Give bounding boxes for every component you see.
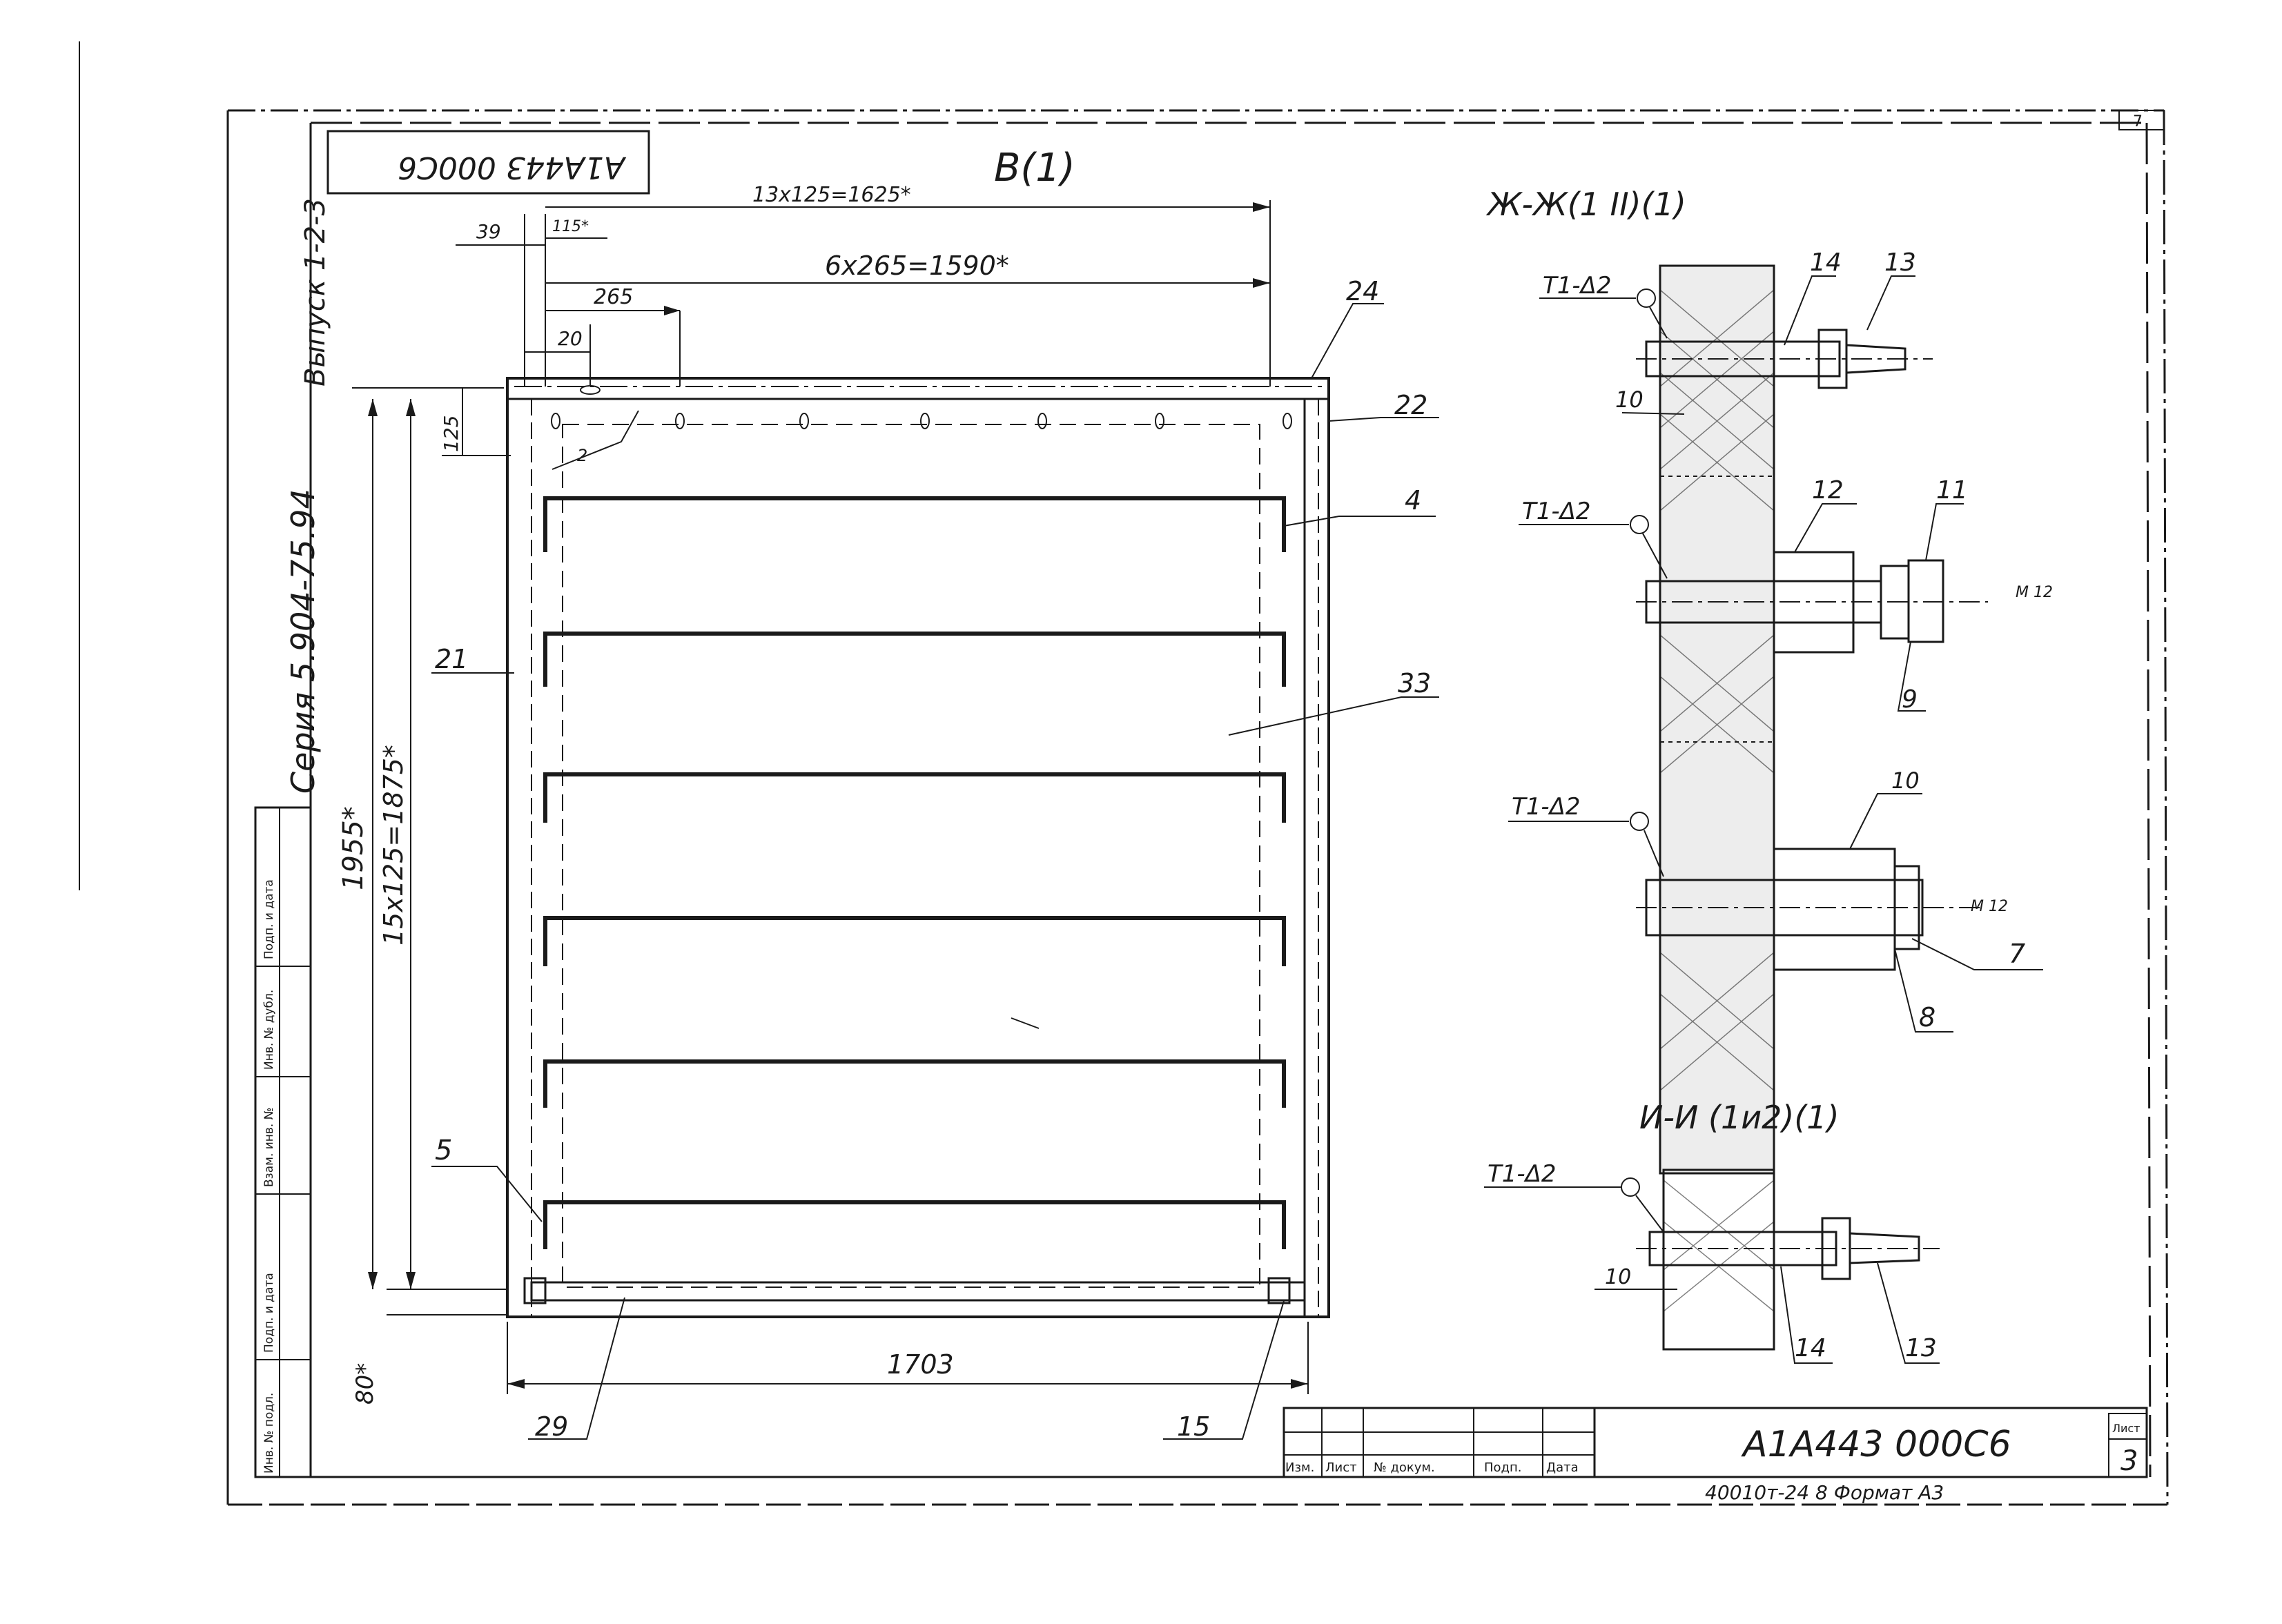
sheet-number: 7	[2133, 113, 2143, 130]
dim-115: 115*	[552, 218, 589, 235]
pos-24: 24	[1346, 276, 1379, 306]
section-zh-note-b: М 12	[1971, 898, 2008, 915]
section-zh-pos-11: 11	[1936, 476, 1968, 505]
view-label: В(1)	[994, 146, 1075, 190]
handle-bars	[543, 496, 1286, 1249]
section-zh-pos-12: 12	[1812, 476, 1844, 505]
dim-width-1703: 1703	[887, 1349, 954, 1380]
dim-125: 125	[440, 415, 462, 452]
side-stamp-inv-orig: Инв. № подл.	[262, 1393, 276, 1474]
section-zh-pos-14: 14	[1810, 248, 1842, 277]
tb-col-doc: № докум.	[1374, 1460, 1435, 1475]
section-zh-pos-9: 9	[1902, 685, 1918, 714]
section-zh-pos-7: 7	[2009, 939, 2025, 969]
side-stamp-inv-dubl: Инв. № дубл.	[262, 990, 276, 1070]
section-i-weld: Т1-Δ2	[1488, 1160, 1557, 1188]
section-zh-weld-3: Т1-Δ2	[1512, 793, 1581, 821]
tb-col-list: Лист	[1325, 1460, 1357, 1475]
sheet-frame: 7	[226, 109, 2169, 1506]
section-i: И-И (1и2)(1) Т1-Δ2 10 14 13	[1484, 1099, 1940, 1364]
dim-2: 2	[577, 446, 587, 465]
section-zh-pos-10b: 10	[1891, 767, 1920, 794]
section-zh-pos-8: 8	[1919, 1002, 1935, 1033]
series-text: Серия 5.904-75.94	[284, 489, 322, 794]
tb-col-date: Дата	[1546, 1460, 1579, 1475]
issue-text: Выпуск 1-2-3	[300, 198, 331, 387]
tb-doc-code: А1А443 000С6	[1741, 1424, 2011, 1465]
tb-sheet-label: Лист	[2112, 1422, 2140, 1435]
pos-5: 5	[435, 1135, 452, 1166]
side-stamp-sign-date-2: Подп. и дата	[262, 879, 276, 959]
stamp-code: А1А443 000С6	[398, 150, 627, 185]
section-zh-weld-2: Т1-Δ2	[1522, 498, 1591, 525]
side-stamp-vzam: Взам. инв. №	[262, 1108, 276, 1187]
section-zh-pos-13: 13	[1884, 248, 1916, 277]
section-zh: Ж-Ж(1 II)(1)	[1485, 186, 2053, 1175]
section-i-title: И-И (1и2)(1)	[1639, 1099, 1840, 1136]
dim-265: 265	[594, 285, 633, 309]
section-i-pos-13: 13	[1905, 1334, 1937, 1362]
section-i-pos-14: 14	[1795, 1334, 1826, 1362]
pos-15: 15	[1177, 1411, 1210, 1442]
dim-20: 20	[558, 327, 583, 350]
stamp-code-box: А1А443 000С6	[326, 130, 650, 195]
dim-height-pitch: 15x125=1875*	[378, 745, 409, 946]
section-zh-title: Ж-Ж(1 II)(1)	[1485, 186, 1686, 223]
pos-29: 29	[535, 1411, 568, 1442]
side-stamp-sign-date-1: Подп. и дата	[262, 1273, 276, 1353]
section-zh-note-a: М 12	[2016, 584, 2053, 601]
dim-39: 39	[476, 220, 501, 243]
dim-height-total: 1955*	[338, 806, 369, 890]
section-zh-pos-10a: 10	[1615, 387, 1644, 413]
tb-col-izm: Изм.	[1285, 1460, 1314, 1475]
tb-sheet-value: 3	[2120, 1445, 2138, 1477]
title-block: Изм. Лист № докум. Подп. Дата А1А443 000…	[1283, 1407, 2148, 1504]
tb-format-note: 40010т-24 8 Формат А3	[1705, 1481, 1944, 1504]
pos-4: 4	[1405, 485, 1421, 516]
tb-col-sign: Подп.	[1484, 1460, 1521, 1475]
pos-22: 22	[1394, 390, 1427, 420]
section-i-pos-10: 10	[1605, 1265, 1631, 1289]
main-panel-view: 13x125=1625* 6x265=1590* 39 115* 265 20	[338, 183, 1439, 1442]
section-zh-weld-1: Т1-Δ2	[1543, 272, 1612, 300]
top-hole-row	[551, 385, 1292, 429]
dim-bottom-80: 80*	[351, 1363, 379, 1405]
pos-21: 21	[435, 644, 468, 674]
dim-top-holes: 6x265=1590*	[825, 251, 1009, 281]
dim-top-overall: 13x125=1625*	[752, 183, 911, 207]
side-stamp: Подп. и дата Инв. № дубл. Взам. инв. № П…	[254, 806, 312, 1478]
pos-33: 33	[1398, 668, 1431, 698]
